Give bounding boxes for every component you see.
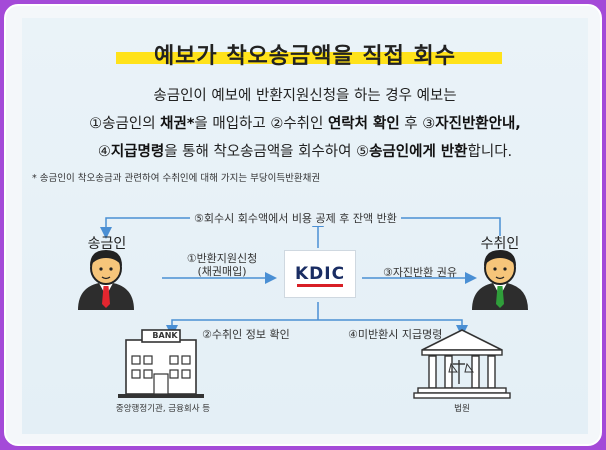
receiver-label: 수취인: [480, 236, 520, 252]
step1-label: ①반환지원신청: [186, 252, 258, 265]
bank-building-icon: [118, 329, 204, 398]
step4-label: ④미반환시 지급명령: [348, 328, 443, 341]
frame: 예보가 착오송금액을 직접 회수 송금인이 예보에 반환지원신청을 하는 경우 …: [4, 4, 602, 446]
receiver-person-icon: [472, 250, 528, 310]
step2-label: ②수취인 정보 확인: [202, 328, 290, 341]
title-highlight: [116, 52, 502, 64]
bank-label: 중앙행정기관, 금융회사 등: [115, 404, 211, 414]
kdic-logo: KDIC: [284, 250, 356, 298]
desc-line-1: 송금인이 예보에 반환지원신청을 하는 경우 예보는: [153, 88, 457, 104]
step1-sublabel: (채권매입): [197, 265, 247, 278]
step3-label: ③자진반환 권유: [382, 266, 458, 279]
step5-label: ⑤회수시 회수액에서 비용 공제 후 잔액 반환: [190, 210, 401, 226]
kdic-logo-text: KDIC: [294, 264, 346, 284]
flow-arrows: [78, 215, 528, 399]
court-label: 법원: [454, 404, 470, 414]
sender-person-icon: [78, 250, 134, 310]
court-building-icon: [413, 329, 511, 399]
infographic-panel: 예보가 착오송금액을 직접 회수 송금인이 예보에 반환지원신청을 하는 경우 …: [22, 18, 588, 434]
bank-sign: BANK: [152, 331, 178, 340]
sender-label: 송금인: [87, 236, 127, 252]
desc-line-3: ④지급명령을 통해 착오송금액을 회수하여 ⑤송금인에게 반환합니다.: [97, 144, 513, 160]
kdic-logo-bar: [297, 284, 343, 287]
page-title: 예보가 착오송금액을 직접 회수: [153, 44, 457, 69]
desc-line-2: ①송금인의 채권*을 매입하고 ②수취인 연락처 확인 후 ③자진반환안내,: [89, 116, 521, 132]
footnote: * 송금인이 착오송금과 관련하여 수취인에 대해 가지는 부당이득반환채권: [32, 173, 321, 184]
